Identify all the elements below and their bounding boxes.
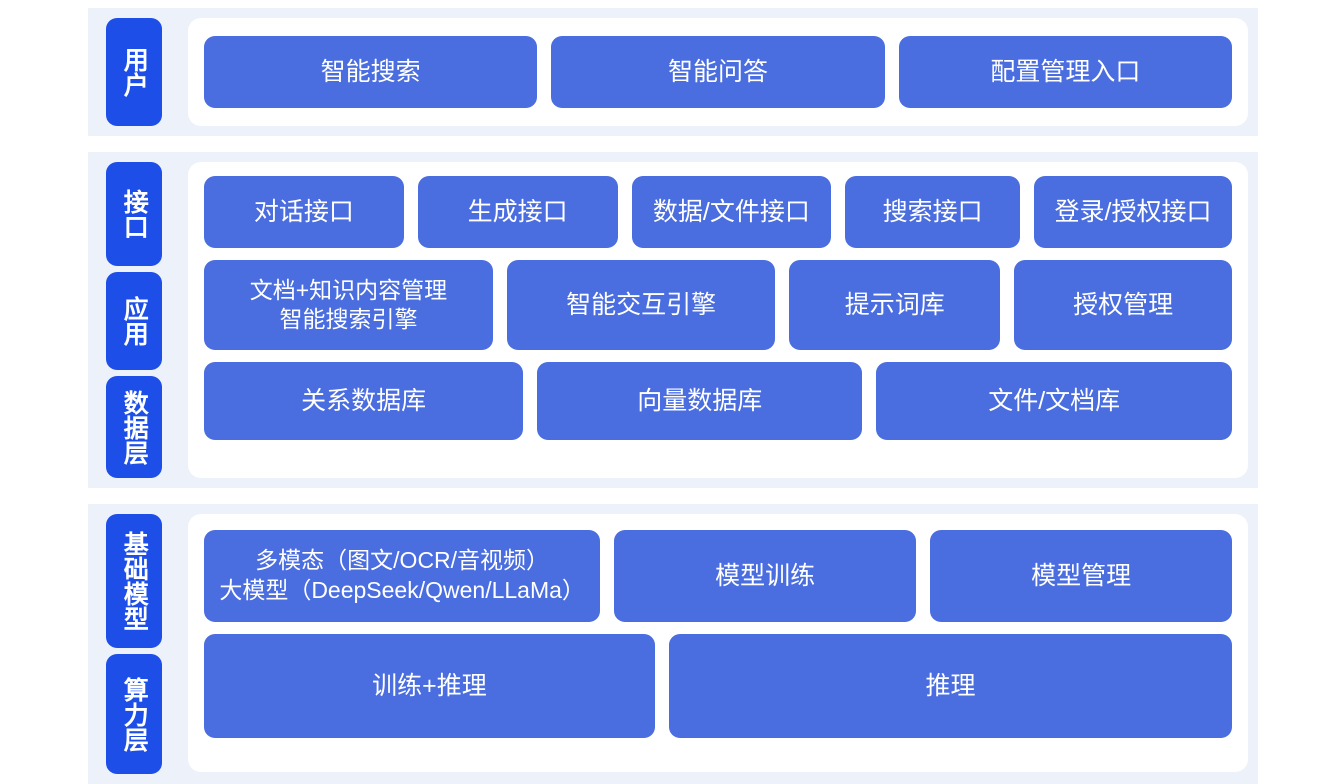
layer-badge-compute[interactable]: 算力层	[106, 654, 162, 774]
box-document-knowledge-management[interactable]: 文档+知识内容管理 智能搜索引擎	[204, 260, 493, 350]
badge-rail-users: 用户	[88, 8, 180, 136]
box-multimodal-large-model[interactable]: 多模态（图文/OCR/音视频） 大模型（DeepSeek/Qwen/LLaMa）	[204, 530, 601, 622]
layer-badge-user-label: 用户	[120, 47, 149, 97]
box-authorization-management[interactable]: 授权管理	[1014, 260, 1232, 350]
layer-badge-foundation-model-label: 基础模型	[120, 531, 149, 631]
card-infrastructure: 多模态（图文/OCR/音视频） 大模型（DeepSeek/Qwen/LLaMa）…	[188, 514, 1248, 772]
box-dialog-api[interactable]: 对话接口	[204, 176, 404, 248]
layer-badge-foundation-model[interactable]: 基础模型	[106, 514, 162, 648]
box-prompt-library[interactable]: 提示词库	[789, 260, 1001, 350]
layer-badge-application-label: 应用	[120, 296, 149, 346]
layer-badge-application[interactable]: 应用	[106, 272, 162, 370]
row-user-entries: 智能搜索 智能问答 配置管理入口	[204, 36, 1232, 108]
section-users: 用户 智能搜索 智能问答 配置管理入口	[88, 8, 1258, 136]
box-relational-database[interactable]: 关系数据库	[204, 362, 524, 440]
badge-rail-infrastructure: 基础模型 算力层	[88, 504, 180, 784]
card-platform: 对话接口 生成接口 数据/文件接口 搜索接口 登录/授权接口 文档+知识内容管理…	[188, 162, 1248, 478]
card-users: 智能搜索 智能问答 配置管理入口	[188, 18, 1248, 126]
box-generation-api[interactable]: 生成接口	[417, 176, 618, 248]
layer-badge-interface-label: 接口	[120, 189, 149, 239]
layer-badge-data-label: 数据层	[120, 389, 149, 465]
box-config-management-entry[interactable]: 配置管理入口	[898, 36, 1232, 108]
box-smart-search[interactable]: 智能搜索	[204, 36, 538, 108]
box-file-document-store[interactable]: 文件/文档库	[876, 362, 1232, 440]
box-training-plus-inference[interactable]: 训练+推理	[204, 634, 655, 738]
layer-badge-user[interactable]: 用户	[106, 18, 162, 126]
row-interface: 对话接口 生成接口 数据/文件接口 搜索接口 登录/授权接口	[204, 176, 1232, 248]
box-search-api[interactable]: 搜索接口	[845, 176, 1021, 248]
row-model: 多模态（图文/OCR/音视频） 大模型（DeepSeek/Qwen/LLaMa）…	[204, 530, 1233, 622]
box-smart-qa[interactable]: 智能问答	[551, 36, 885, 108]
box-inference[interactable]: 推理	[668, 634, 1232, 738]
row-data: 关系数据库 向量数据库 文件/文档库	[204, 362, 1232, 440]
section-platform: 接口 应用 数据层 对话接口 生成接口 数据/文件接口 搜索接口 登录/授权接口…	[88, 152, 1258, 488]
layer-badge-compute-label: 算力层	[120, 676, 149, 752]
badge-rail-platform: 接口 应用 数据层	[88, 152, 180, 488]
box-vector-database[interactable]: 向量数据库	[537, 362, 863, 440]
layer-badge-interface[interactable]: 接口	[106, 162, 162, 266]
box-model-training[interactable]: 模型训练	[614, 530, 917, 622]
layer-badge-data[interactable]: 数据层	[106, 376, 162, 478]
row-application: 文档+知识内容管理 智能搜索引擎 智能交互引擎 提示词库 授权管理	[204, 260, 1232, 350]
box-data-file-api[interactable]: 数据/文件接口	[631, 176, 832, 248]
section-infrastructure: 基础模型 算力层 多模态（图文/OCR/音视频） 大模型（DeepSeek/Qw…	[88, 504, 1258, 784]
box-model-management[interactable]: 模型管理	[930, 530, 1233, 622]
box-smart-interaction-engine[interactable]: 智能交互引擎	[506, 260, 776, 350]
row-compute: 训练+推理 推理	[204, 634, 1232, 738]
box-login-auth-api[interactable]: 登录/授权接口	[1034, 176, 1232, 248]
